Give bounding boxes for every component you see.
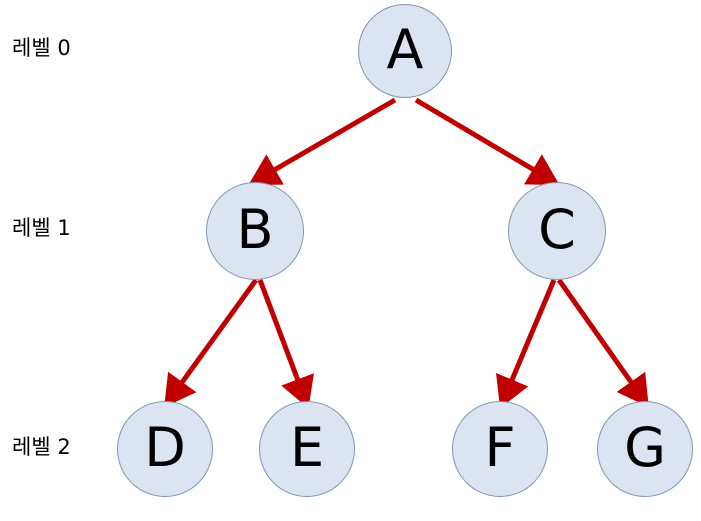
tree-node-d-label: D (144, 416, 186, 479)
tree-node-a-label: A (386, 18, 424, 81)
tree-node-b[interactable]: B (206, 182, 304, 280)
tree-node-b-label: B (236, 198, 274, 261)
edge-b-e (257, 279, 314, 409)
edge-b-d (164, 278, 259, 408)
edge-a-c (414, 97, 560, 186)
edge-c-f (496, 279, 557, 409)
level-label-2: 레벨 2 (12, 435, 71, 459)
level-label-1: 레벨 1 (12, 216, 71, 240)
tree-node-c[interactable]: C (508, 182, 606, 280)
tree-node-d[interactable]: D (117, 401, 213, 497)
tree-node-g-label: G (624, 416, 666, 479)
tree-node-c-label: C (538, 198, 576, 261)
tree-edges (164, 97, 649, 409)
tree-node-a[interactable]: A (358, 4, 452, 98)
tree-node-e[interactable]: E (259, 401, 355, 497)
level-label-0: 레벨 0 (12, 36, 71, 60)
edge-a-b (248, 97, 397, 186)
edge-c-g (556, 278, 649, 408)
tree-node-f-label: F (484, 416, 516, 479)
tree-node-g[interactable]: G (597, 401, 693, 497)
tree-node-e-label: E (289, 416, 325, 479)
tree-node-f[interactable]: F (452, 401, 548, 497)
